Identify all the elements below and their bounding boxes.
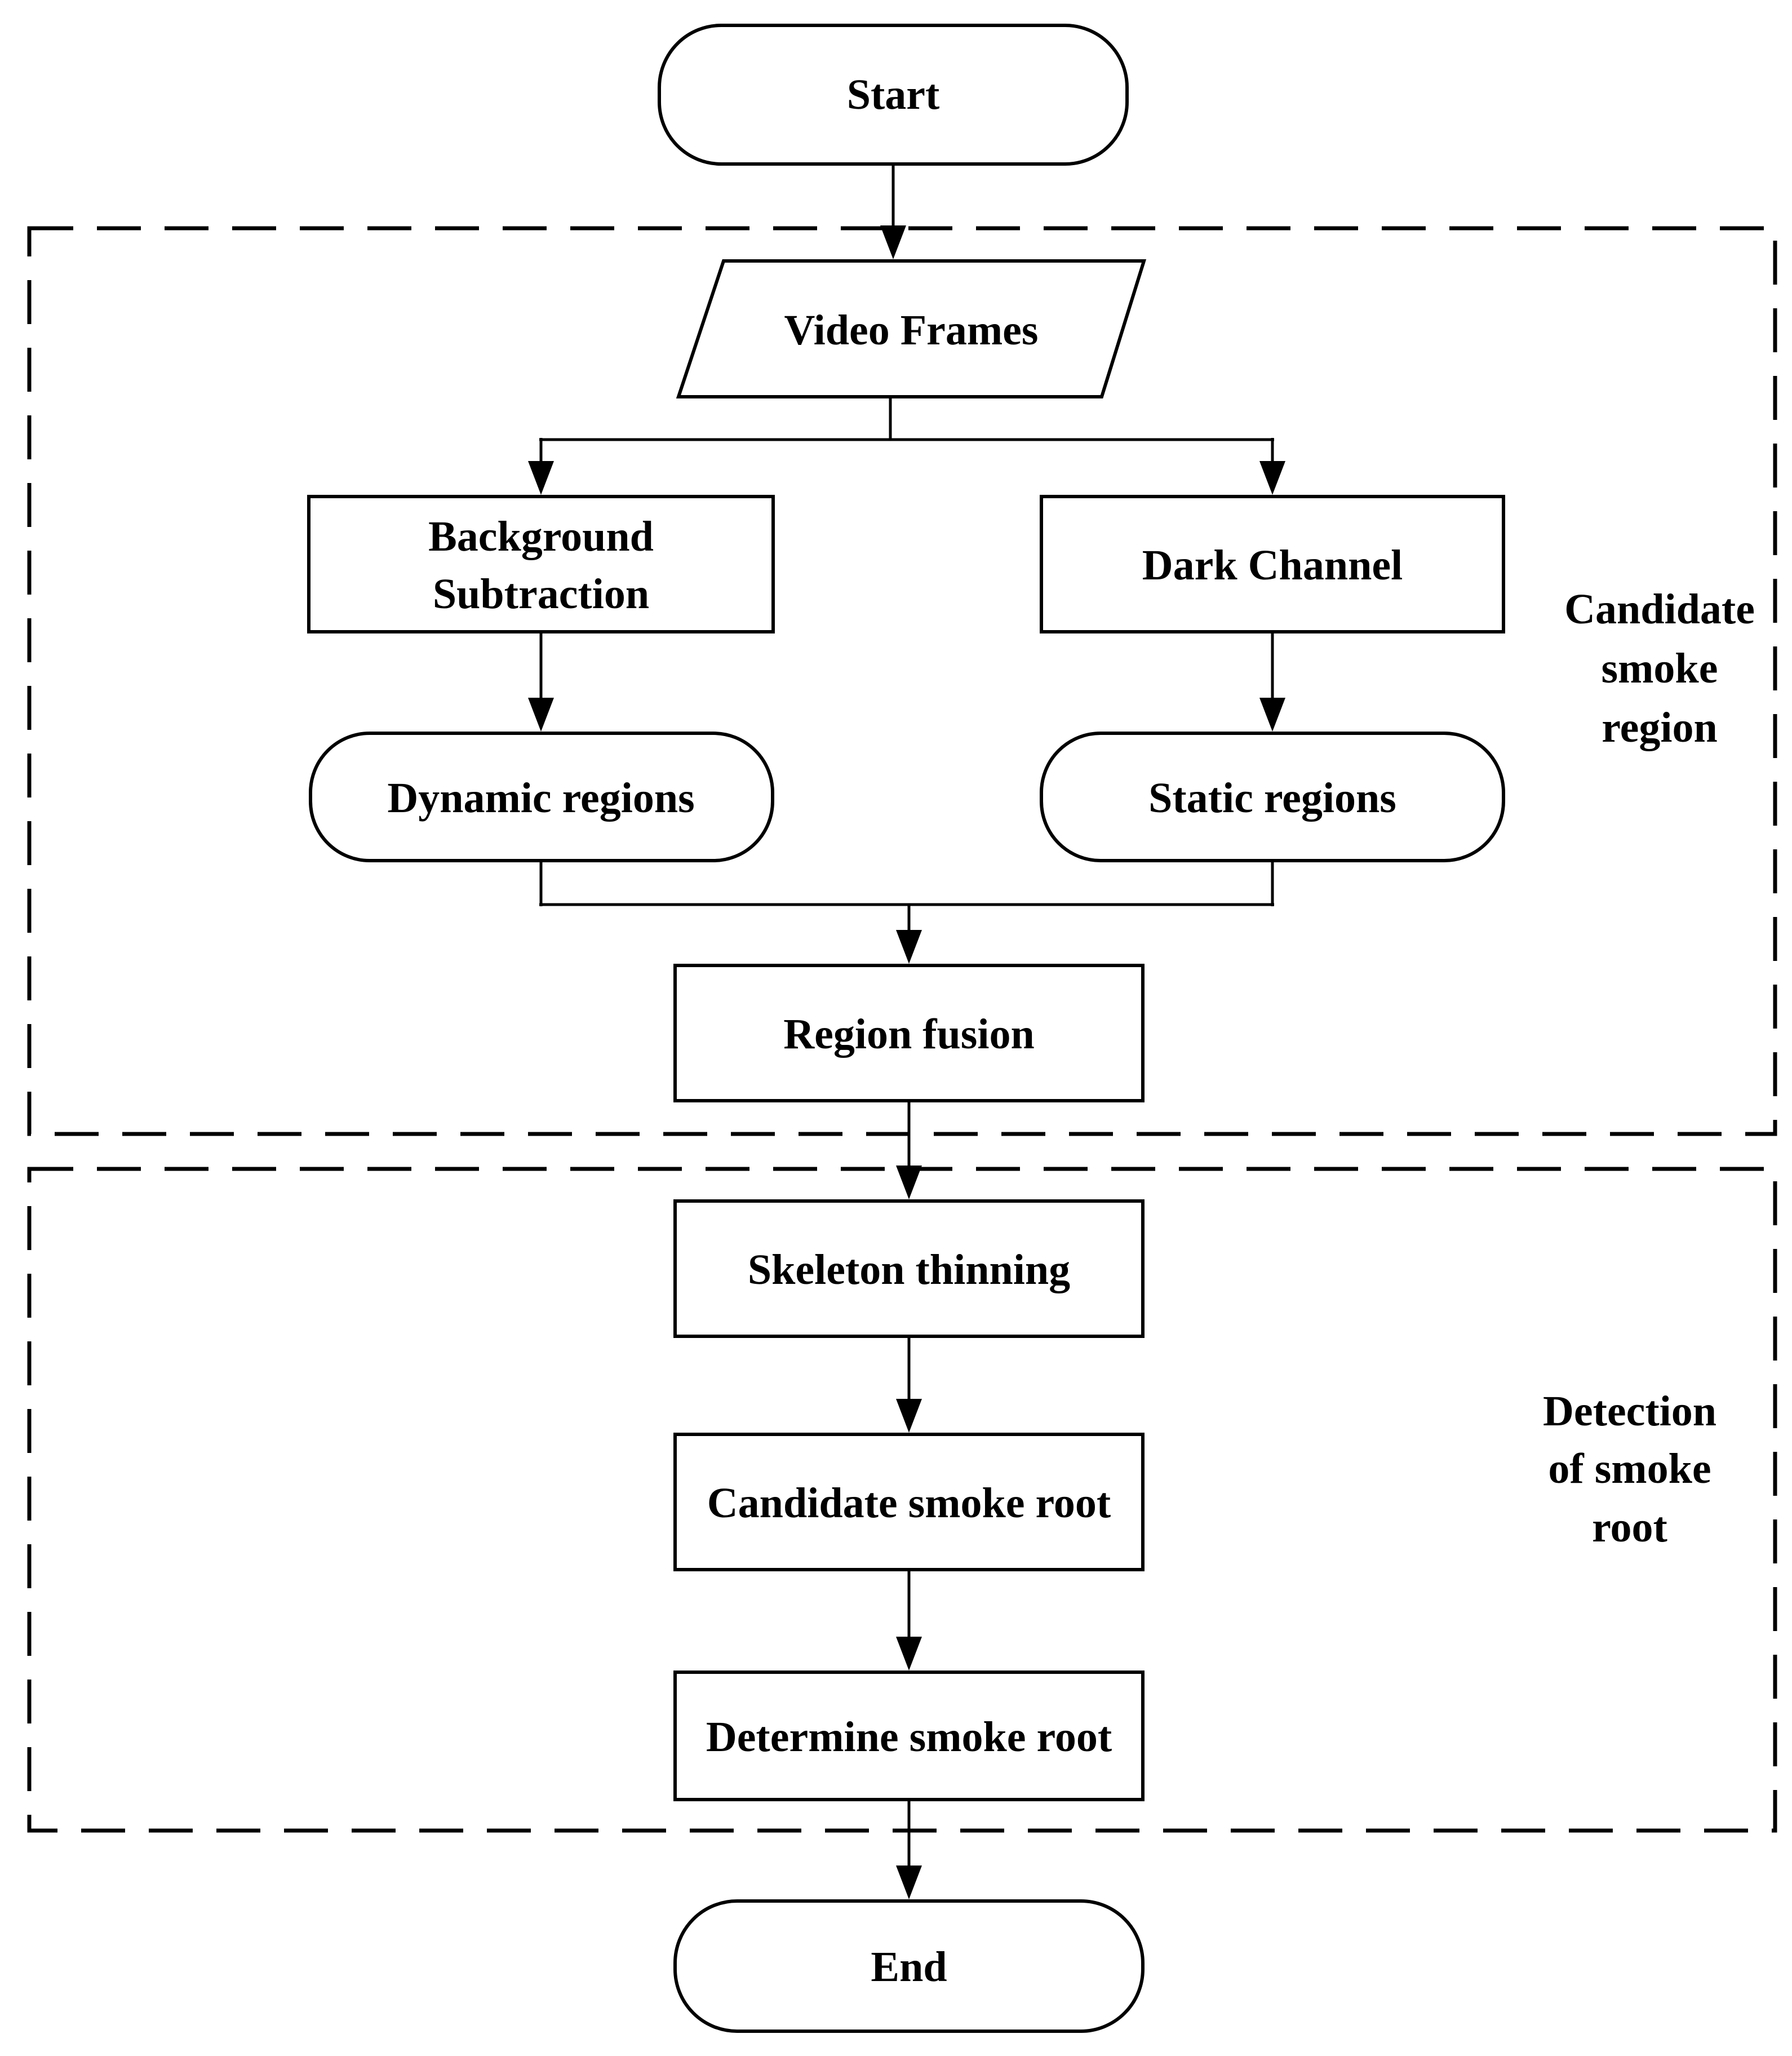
arrowhead-to-determine-smoke-root-icon	[896, 1637, 922, 1670]
dark-channel-node	[1040, 495, 1505, 633]
detection-of-smoke-root-groupbox	[27, 1167, 1777, 1833]
candidate-smoke-region-groupbox	[27, 226, 1777, 1136]
arrowhead-to-skeleton-thinning-icon	[896, 1166, 922, 1199]
candidate-smoke-region-label-line-1: Candidate	[1564, 586, 1755, 633]
static-regions-label: Static regions	[1148, 774, 1396, 822]
start-node	[658, 24, 1129, 166]
determine-smoke-root-label: Determine smoke root	[706, 1713, 1112, 1761]
arrowhead-to-static-regions-icon	[1259, 698, 1285, 732]
candidate-smoke-root-node	[673, 1433, 1145, 1571]
detection-of-smoke-root-label-line-3: root	[1592, 1504, 1667, 1551]
arrowhead-to-region-fusion-icon	[896, 930, 922, 964]
candidate-smoke-region-label-line-3: region	[1602, 704, 1717, 751]
candidate-smoke-region-label-line-2: smoke	[1602, 645, 1718, 692]
start-label: Start	[847, 71, 940, 118]
dynamic-regions-label: Dynamic regions	[387, 774, 694, 822]
dark-channel-label: Dark Channel	[1142, 542, 1403, 589]
arrowhead-to-dark-channel-icon	[1259, 461, 1285, 495]
detection-of-smoke-root-label-line-2: of smoke	[1548, 1445, 1711, 1492]
end-label: End	[871, 1943, 947, 1991]
background-subtraction-label-line-2: Subtraction	[433, 570, 649, 618]
region-fusion-label: Region fusion	[783, 1011, 1035, 1058]
video-frames-node	[676, 259, 1147, 398]
video-frames-label: Video Frames	[784, 307, 1039, 354]
static-regions-node	[1040, 732, 1505, 862]
arrowhead-to-video-frames-icon	[880, 225, 906, 259]
candidate-smoke-root-label: Candidate smoke root	[707, 1479, 1111, 1527]
skeleton-thinning-node	[673, 1199, 1145, 1338]
arrowhead-to-background-subtraction-icon	[528, 461, 554, 495]
dynamic-regions-node	[309, 732, 774, 862]
background-subtraction-node	[307, 495, 775, 633]
background-subtraction-label-line-1: Background	[428, 513, 654, 560]
determine-smoke-root-node	[673, 1670, 1145, 1801]
end-node	[673, 1899, 1145, 2033]
region-fusion-node	[673, 964, 1145, 1102]
arrowhead-to-candidate-smoke-root-icon	[896, 1399, 922, 1433]
arrowhead-to-dynamic-regions-icon	[528, 698, 554, 732]
skeleton-thinning-label: Skeleton thinning	[748, 1246, 1070, 1293]
detection-of-smoke-root-label-line-1: Detection	[1543, 1388, 1716, 1435]
arrowhead-to-end-icon	[896, 1866, 922, 1899]
